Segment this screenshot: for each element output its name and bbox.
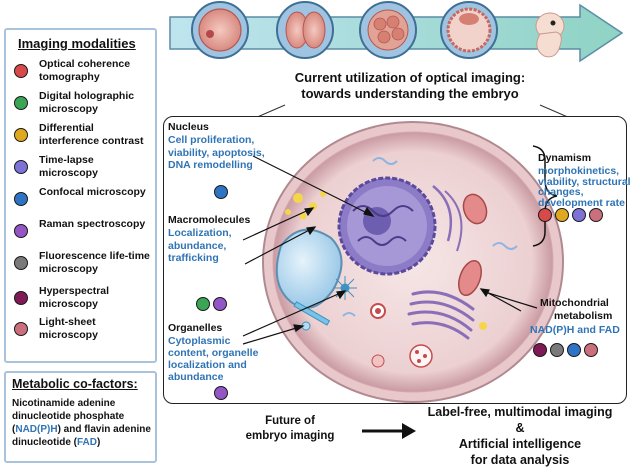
future-arrow (362, 423, 416, 439)
legend-item-label: Time-lapse microscopy (39, 154, 98, 179)
legend-item: Confocal microscopy (14, 186, 154, 206)
mito-modality-dot (584, 343, 598, 357)
macromolecules-line: abundance, (168, 239, 227, 252)
two-cell-stage-icon (276, 1, 334, 59)
legend-item-label: Optical coherence tomography (39, 58, 131, 83)
cell-illustration (242, 121, 564, 403)
vacuole-icon (275, 228, 343, 309)
dynamism-modality-dot (572, 208, 586, 222)
fetus-stage-icon (535, 12, 565, 58)
legend-item: Digital holographic microscopy (14, 90, 154, 115)
macromolecules-dots (196, 297, 230, 316)
organelles-modality-dot (214, 386, 228, 400)
header-line-1: Current utilization of optical imaging: (294, 70, 526, 85)
legend-color-dot (14, 128, 28, 142)
dynamism-modality-dot (589, 208, 603, 222)
future-right-amp: & (515, 421, 525, 435)
nucleus-modality-dot (214, 185, 228, 199)
nucleus-line: Cell proliferation, (168, 134, 255, 146)
legend-color-dot (14, 64, 28, 78)
mito-title-line: metabolism (554, 310, 613, 322)
dynamism-brace (532, 145, 558, 247)
future-line-2: embryo imaging (245, 430, 335, 442)
header-line-2: towards understanding the embryo (301, 86, 519, 101)
legend-item: Optical coherence tomography (14, 58, 154, 83)
legend-item: Light-sheet microscopy (14, 316, 154, 341)
imaging-modalities-panel (4, 28, 157, 363)
dynamism-line: changes, (538, 186, 584, 198)
golgi-icon (407, 290, 475, 340)
mito-modality-dot (567, 343, 581, 357)
legend-item-label: Light-sheet microscopy (39, 316, 98, 341)
centrosome-icon (333, 276, 357, 300)
mito-title-line: Mitochondrial (540, 297, 609, 309)
legend-item-label: Fluorescence life-time microscopy (39, 250, 150, 275)
legend-item: Time-lapse microscopy (14, 154, 154, 179)
dynamism-line: morphokinetics, (538, 165, 620, 177)
legend-item-label: Digital holographic microscopy (39, 90, 135, 115)
dynamism-modality-dot (538, 208, 552, 222)
macromolecules-modality-dot (213, 297, 227, 311)
organelles-line: localization and (168, 359, 247, 371)
fad-term: FAD (77, 437, 97, 448)
legend-color-dot (14, 322, 28, 336)
legend-item: Differential interference contrast (14, 122, 154, 147)
future-right-line-3: for data analysis (470, 453, 570, 467)
dynamism-modality-dot (555, 208, 569, 222)
future-right-line-2: Artificial intelligence (458, 437, 582, 451)
organelles-dots (214, 386, 231, 405)
header-connectors (254, 104, 571, 119)
dynamism-line: viability, structural (538, 175, 631, 188)
nucleus-dots (214, 185, 231, 204)
legend-item: Hyperspectral microscopy (14, 285, 154, 310)
legend-item-label: Raman spectroscopy (39, 218, 146, 230)
blastocyst-stage-icon (440, 1, 498, 59)
nucleus-icon (337, 176, 437, 276)
legend-color-dot (14, 96, 28, 110)
organelles-line: content, organelle (168, 347, 259, 359)
nucleus-title: Nucleus (168, 121, 209, 133)
macromolecules-title: Macromolecules (168, 214, 251, 226)
zygote-stage-icon (191, 1, 249, 59)
legend-item: Raman spectroscopy (14, 218, 154, 238)
macromolecules-modality-dot (196, 297, 210, 311)
organelles-line: Cytoplasmic (168, 335, 231, 347)
dynamism-title: Dynamism (538, 152, 592, 164)
pointer-arrows (242, 155, 538, 345)
mito-dots (533, 343, 601, 362)
cofactors-title: Metabolic co-factors: (12, 377, 138, 391)
future-line-1: Future of (265, 415, 315, 427)
organelles-line: abundance (168, 371, 224, 383)
macromolecules-line: Localization, (168, 227, 232, 239)
mito-modality-dot (550, 343, 564, 357)
legend-item: Fluorescence life-time microscopy (14, 250, 154, 275)
nucleus-line: DNA remodelling (168, 159, 253, 171)
cofactors-panel (4, 371, 157, 463)
nadph-term: NAD(P)H (15, 424, 58, 435)
mito-modality-dot (533, 343, 547, 357)
legend-color-dot (14, 160, 28, 174)
dynamism-dots (538, 208, 606, 227)
legend-color-dot (14, 256, 28, 270)
legend-title: Imaging modalities (18, 36, 136, 51)
mito-description: NAD(P)H and FAD (530, 324, 620, 336)
legend-color-dot (14, 192, 28, 206)
cofactors-text: Nicotinamide adenine dinucleotide phosph… (12, 398, 151, 448)
morula-stage-icon (359, 1, 417, 59)
dynamism-line: development rate (538, 196, 625, 209)
development-arrow (169, 1, 624, 63)
legend-color-dot (14, 224, 28, 238)
legend-item-label: Differential interference contrast (39, 122, 144, 147)
legend-color-dot (14, 291, 28, 305)
legend-item-label: Hyperspectral microscopy (39, 285, 110, 310)
nucleus-line: viability, apoptosis, (168, 146, 265, 159)
legend-item-label: Confocal microscopy (39, 186, 146, 198)
organelles-title: Organelles (168, 322, 223, 334)
future-right-line-1: Label-free, multimodal imaging (427, 405, 613, 419)
mitochondria-icon (458, 193, 488, 297)
macromolecules-line: trafficking (168, 252, 219, 264)
